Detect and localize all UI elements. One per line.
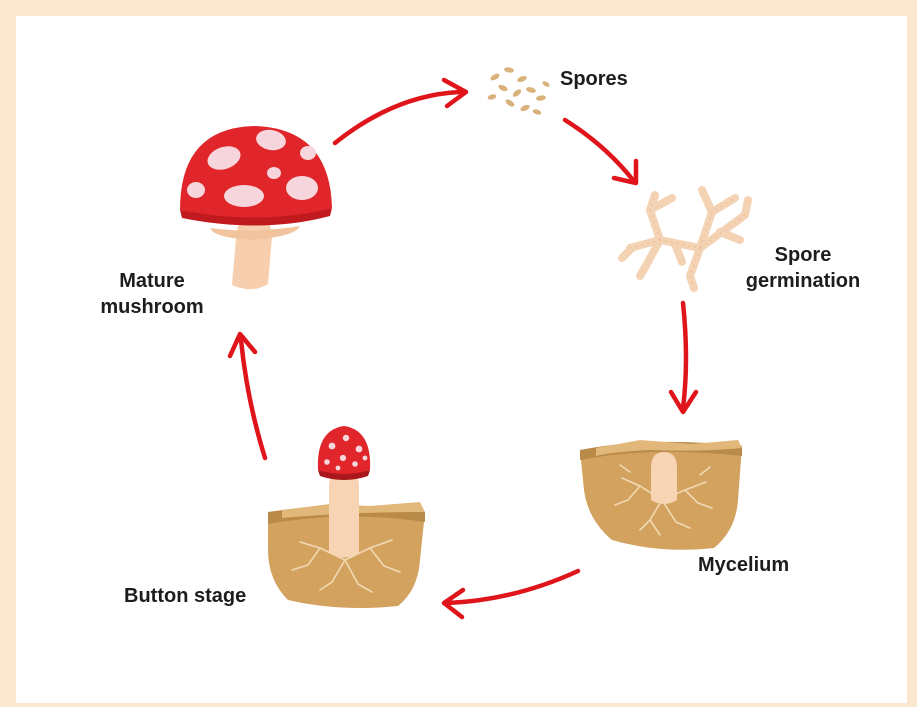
label-spore-germination-line1: Spore [738,242,868,268]
label-spore-germination: Spore germination [738,242,868,294]
label-mature-mushroom-line1: Mature [92,268,212,294]
mature-mushroom-icon [180,126,332,289]
button-mushroom-icon [268,426,425,608]
arrow-germination-to-mycelium [671,303,696,412]
arrow-mature-to-spores [335,80,466,143]
label-mycelium: Mycelium [698,552,789,578]
arrow-mycelium-to-button [444,571,578,617]
label-spore-germination-line2: germination [738,268,868,294]
spores-icon [487,67,551,116]
mycelium-soil-icon [580,440,742,550]
label-mature-mushroom-line2: mushroom [92,294,212,320]
label-button-stage: Button stage [124,583,246,609]
label-spores: Spores [560,66,628,92]
hyphae-icon [622,190,748,288]
label-mature-mushroom: Mature mushroom [92,268,212,320]
arrow-button-to-mature [230,334,265,458]
arrow-spores-to-germination [565,120,636,183]
